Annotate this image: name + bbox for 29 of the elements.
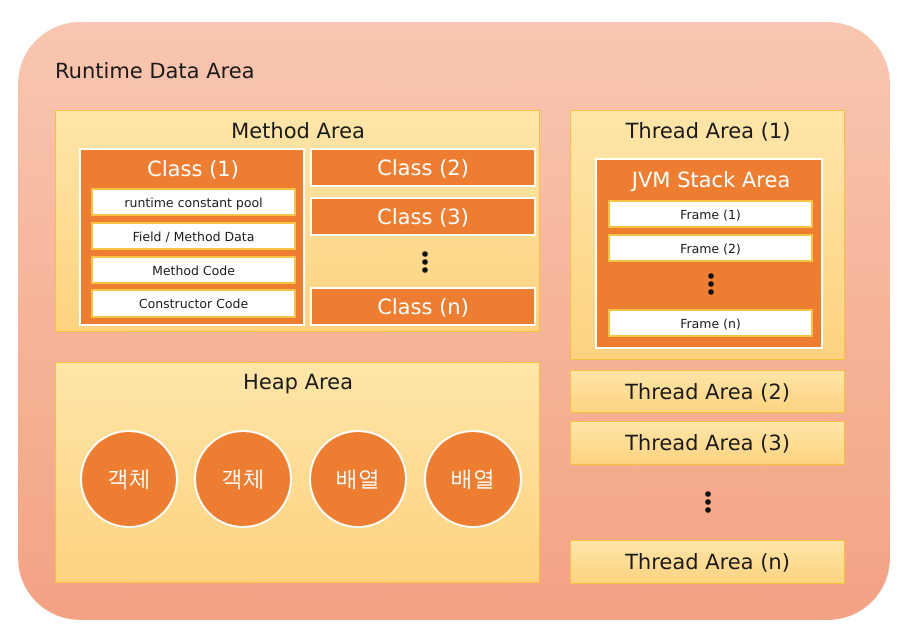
class-panel (79, 148, 305, 326)
class-data-slot: Field / Method Data (91, 222, 296, 250)
thread-block: Thread Area (2) (570, 370, 845, 413)
frame-slot: Frame (n) (608, 309, 813, 337)
area-panel (570, 110, 845, 360)
class-block: Class (3) (310, 197, 536, 236)
panel-title: Method Area (231, 119, 365, 145)
frame-slot: Frame (2) (608, 234, 813, 262)
thread-block: Thread Area (n) (570, 540, 845, 584)
area-panel (55, 110, 540, 332)
class-block: Class (2) (310, 148, 536, 187)
stack-panel (595, 158, 823, 349)
class-data-slot: runtime constant pool (91, 188, 296, 216)
class-data-slot: Method Code (91, 256, 296, 284)
frame-slot: Frame (1) (608, 200, 813, 228)
class-data-slot: Constructor Code (91, 289, 296, 318)
array-circle: 배열 (424, 430, 522, 528)
panel-title: Heap Area (243, 370, 353, 396)
array-circle: 배열 (309, 430, 407, 528)
memory-region-panel (18, 22, 890, 620)
panel-title: Thread Area (1) (626, 119, 790, 145)
panel-title: Runtime Data Area (55, 59, 255, 85)
area-panel (55, 362, 540, 583)
panel-title: JVM Stack Area (632, 168, 790, 194)
object-circle: 객체 (194, 430, 292, 528)
thread-block: Thread Area (3) (570, 421, 845, 465)
class-block: Class (n) (310, 287, 536, 326)
panel-title: Class (1) (147, 157, 239, 183)
object-circle: 객체 (80, 430, 178, 528)
